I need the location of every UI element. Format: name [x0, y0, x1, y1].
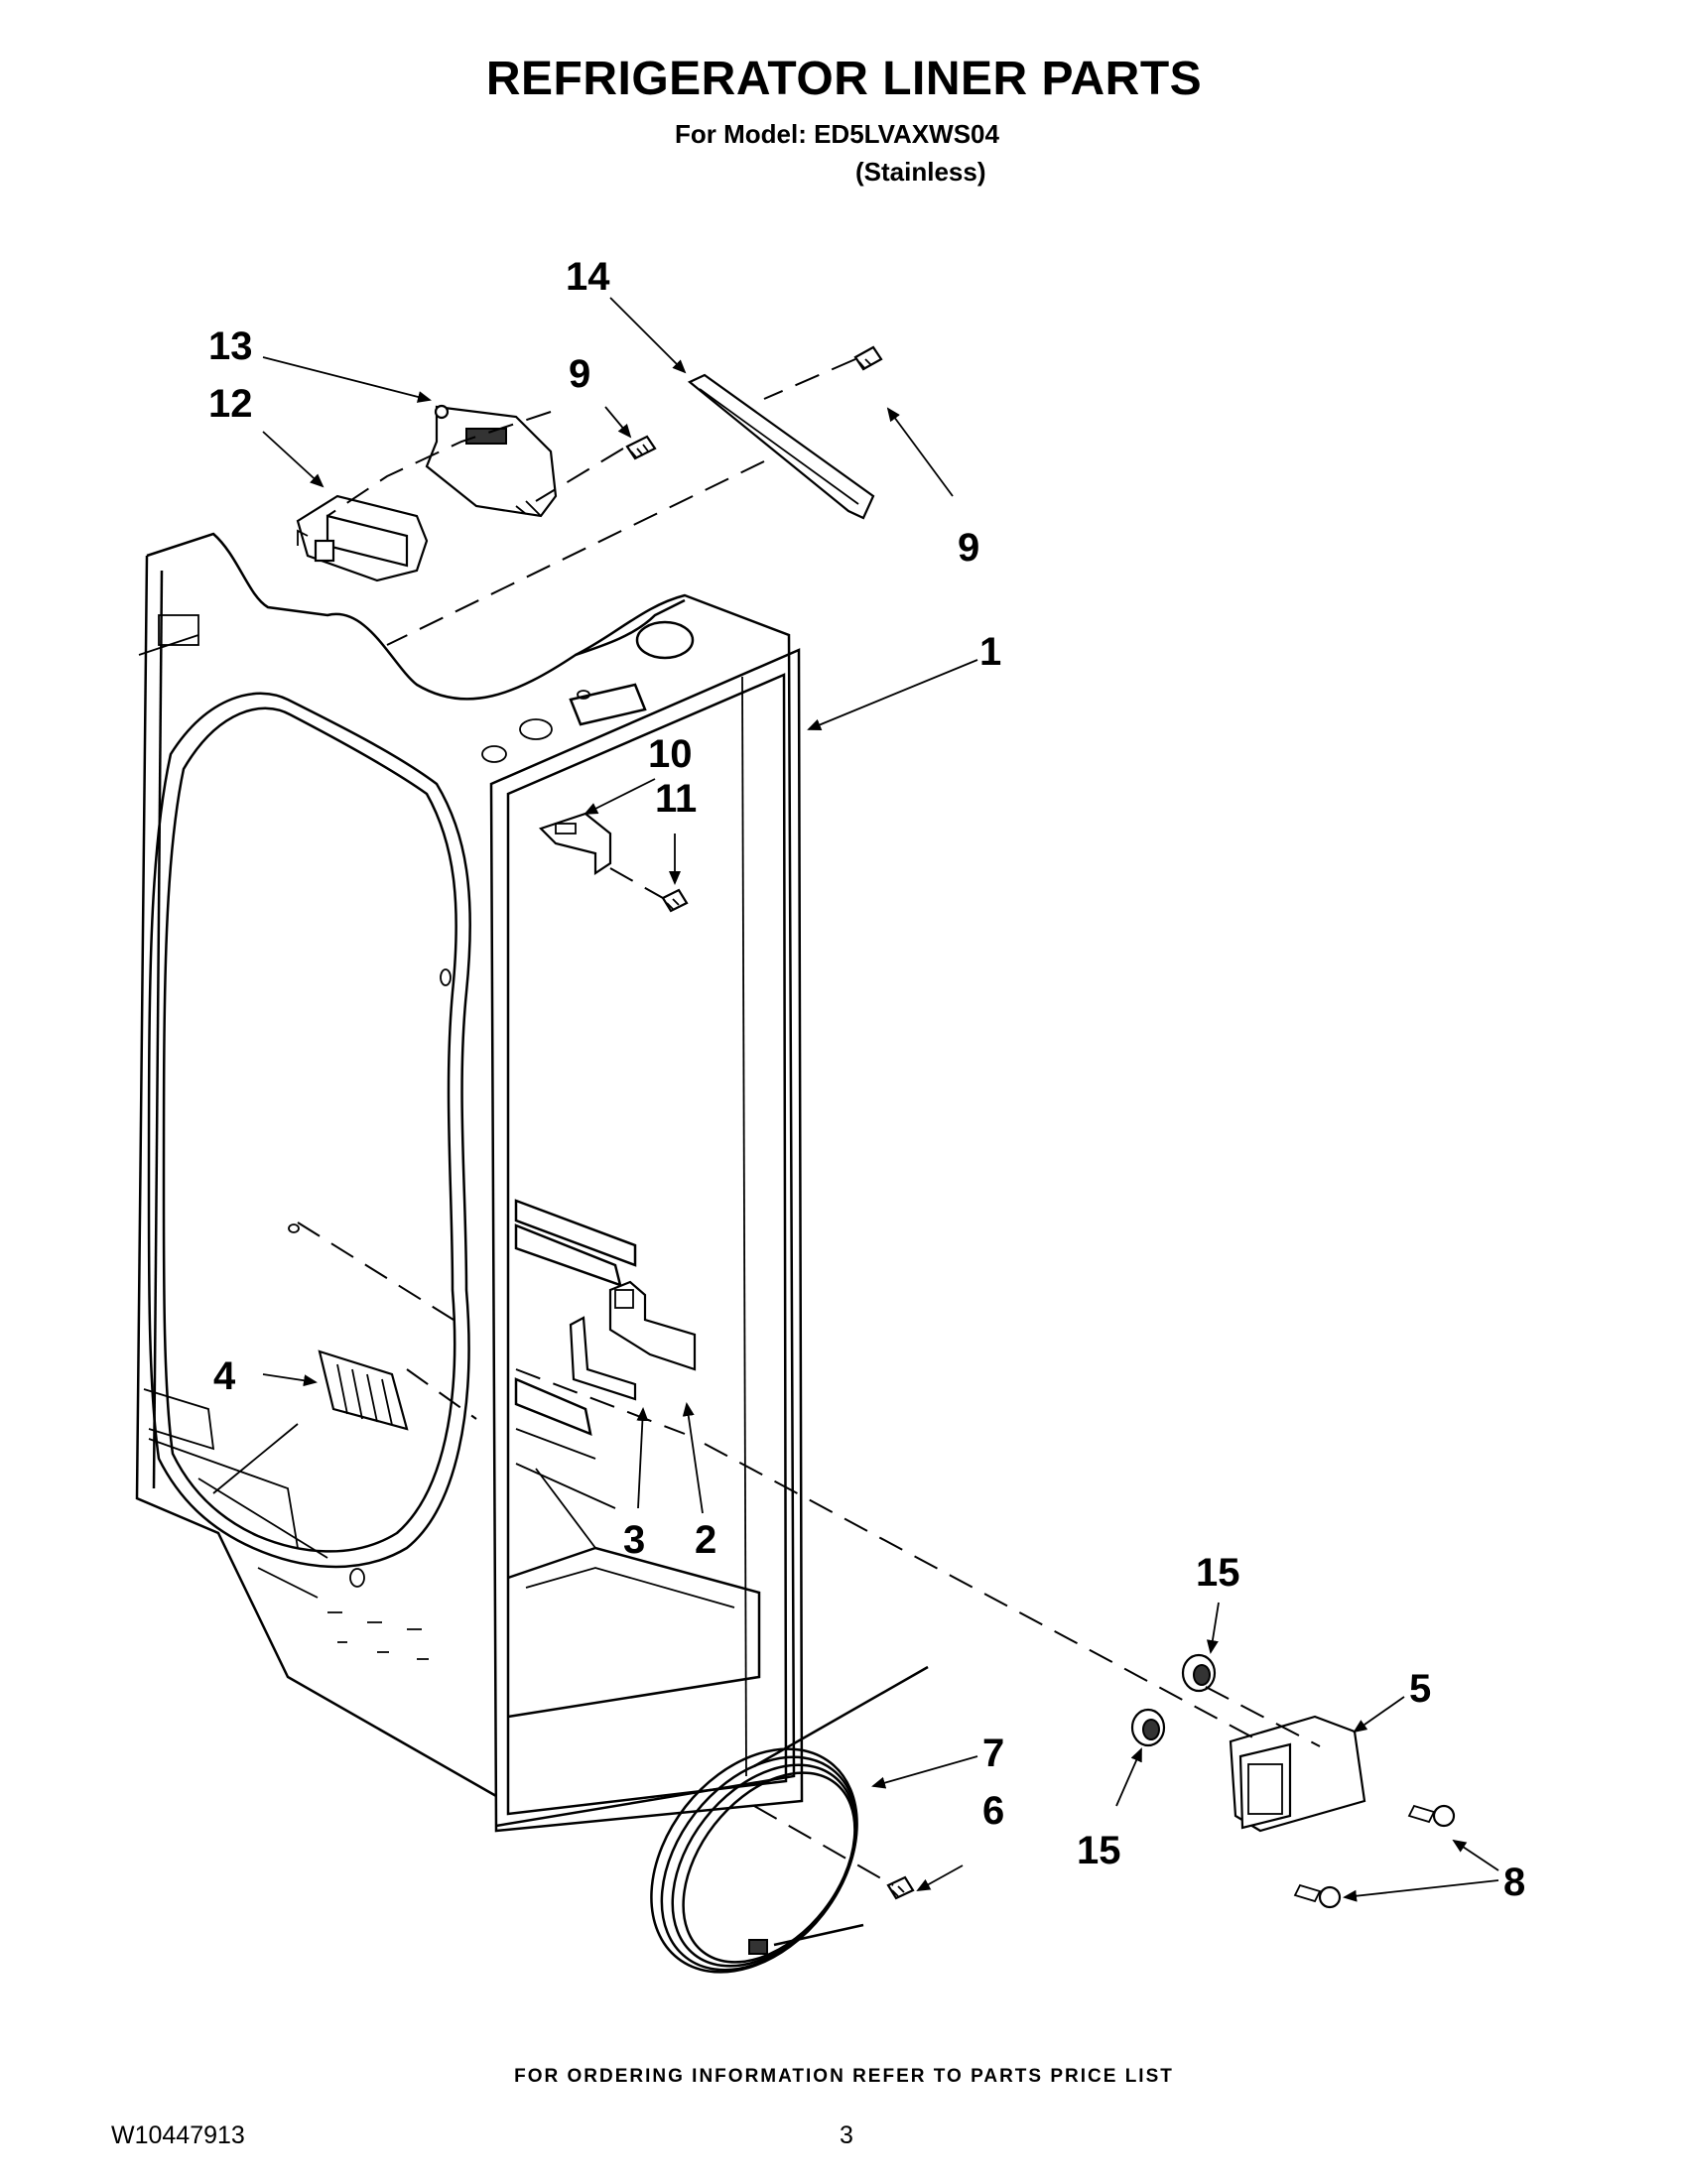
part-3-bracket: [569, 1316, 637, 1401]
part-6-screw: [886, 1875, 915, 1900]
page-number: 3: [840, 2121, 853, 2149]
callout-15-lower: 15: [1077, 1829, 1121, 1872]
page-title: REFRIGERATOR LINER PARTS: [485, 53, 1203, 105]
model-line: For Model: ED5LVAXWS04: [675, 119, 999, 149]
callout-8: 8: [1503, 1861, 1525, 1904]
screw-9-left: [625, 435, 657, 460]
callout-7: 7: [982, 1732, 1004, 1775]
leader-arrows: [262, 297, 1499, 1902]
model-variant: (Stainless): [855, 157, 986, 187]
callout-4: 4: [213, 1354, 236, 1398]
part-8-screw-lower: [1293, 1883, 1342, 1909]
part-12-housing: [296, 494, 429, 582]
part-2-bracket: [608, 1280, 697, 1371]
callout-13: 13: [208, 324, 253, 368]
screw-9-right: [853, 345, 883, 371]
refrigerator-liner: [135, 532, 804, 1833]
callout-9-right: 9: [958, 526, 979, 570]
part-13-bracket: [425, 404, 558, 518]
screw-11: [661, 888, 689, 913]
part-14-rail: [687, 373, 875, 520]
callout-11: 11: [655, 777, 697, 821]
callout-15-upper: 15: [1196, 1551, 1240, 1595]
callout-1: 1: [979, 630, 1001, 674]
part-8-screw-upper: [1407, 1804, 1456, 1828]
callout-6: 6: [982, 1789, 1004, 1833]
callout-3: 3: [623, 1518, 645, 1562]
callout-2: 2: [695, 1518, 716, 1562]
part-15-grommet-upper: [1181, 1653, 1217, 1693]
callout-12: 12: [208, 382, 253, 426]
alignment-lines: [212, 358, 1321, 1886]
ordering-note: FOR ORDERING INFORMATION REFER TO PARTS …: [514, 2066, 1174, 2087]
callout-10: 10: [648, 732, 693, 776]
callout-9-left: 9: [569, 352, 590, 396]
callout-14: 14: [566, 255, 610, 299]
callout-5: 5: [1409, 1667, 1431, 1711]
part-5-housing: [1229, 1715, 1366, 1833]
part-10-bracket: [538, 812, 612, 876]
part-7-tubing: [650, 1665, 929, 1974]
part-15-grommet-lower: [1130, 1708, 1166, 1747]
document-number: W10447913: [111, 2121, 245, 2149]
part-4-vent: [318, 1349, 409, 1431]
